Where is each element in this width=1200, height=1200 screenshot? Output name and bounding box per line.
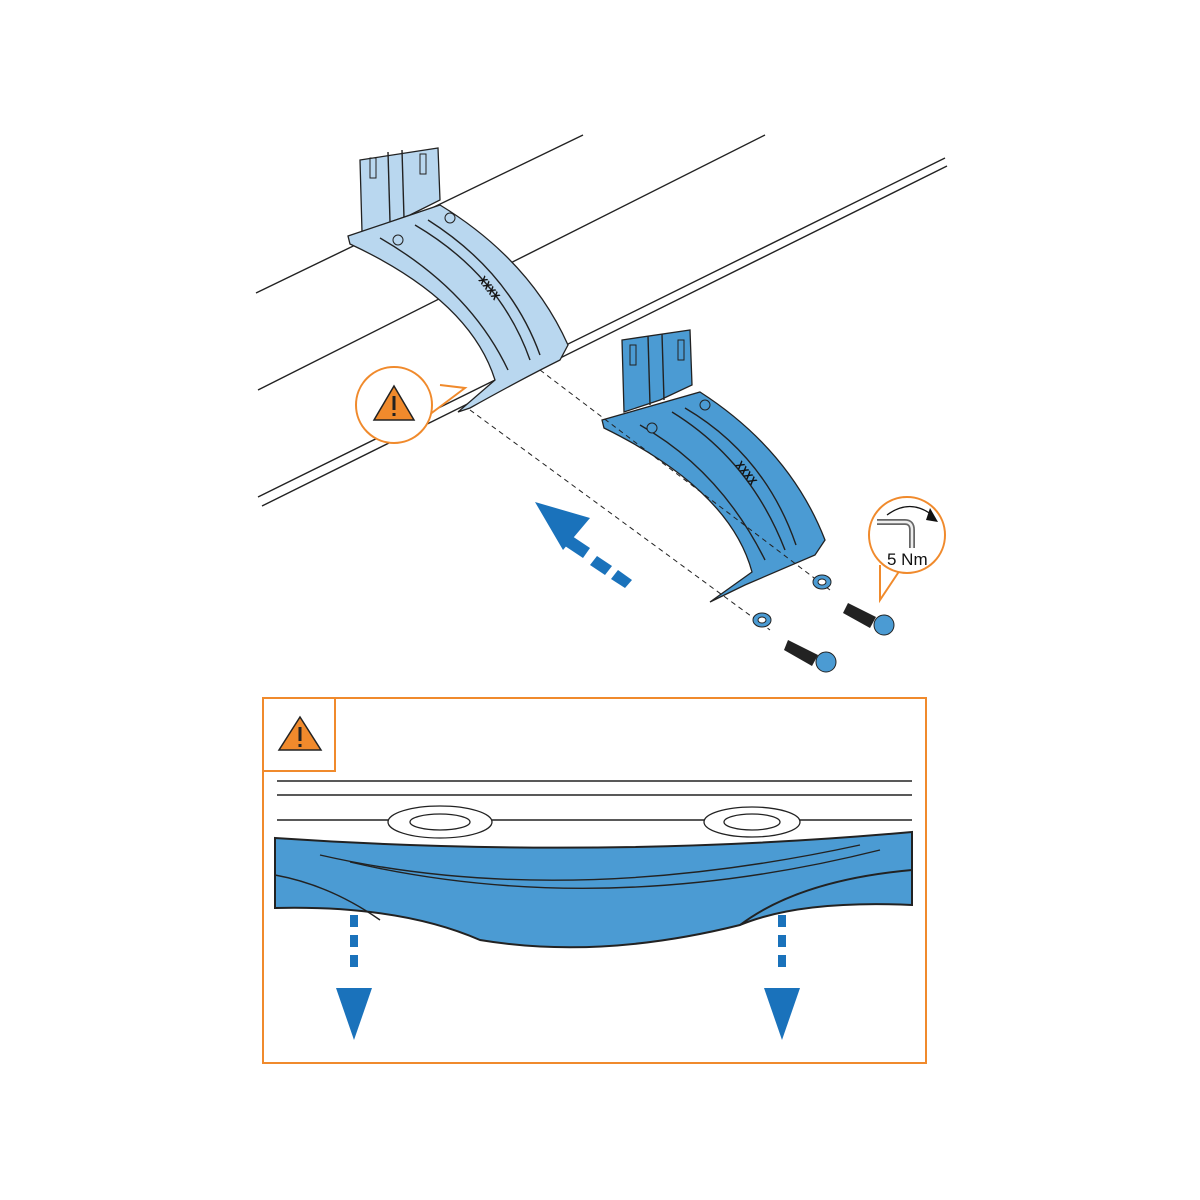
alignment-lines (469, 369, 831, 631)
washer (812, 574, 832, 590)
warning-triangle-icon (277, 715, 323, 751)
hex-key-icon (877, 505, 938, 548)
roof-rails (255, 134, 948, 507)
mounting-bracket: XXXX (601, 329, 826, 603)
torque-callout: 5 Nm (868, 496, 946, 604)
washer (703, 806, 801, 838)
direction-arrow (535, 502, 632, 588)
torque-value: 5 Nm (887, 550, 928, 569)
washer (387, 805, 493, 839)
bracket-cross-section (274, 830, 913, 949)
down-arrow (336, 915, 372, 1040)
installed-bracket: XXXX (347, 147, 569, 413)
warning-callout (355, 366, 468, 444)
warning-triangle-icon (372, 384, 416, 421)
down-arrow (764, 915, 800, 1040)
detail-panel (262, 697, 927, 1064)
washer (752, 612, 772, 628)
bolt (784, 640, 837, 673)
bolt (843, 603, 895, 636)
